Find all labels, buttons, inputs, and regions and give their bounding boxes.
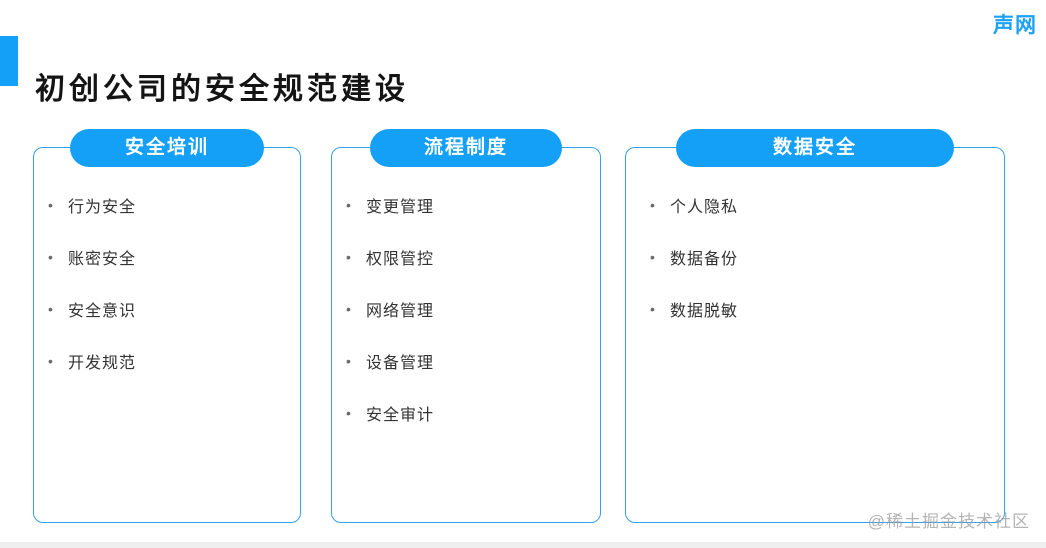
bullet-icon: • — [346, 197, 352, 213]
list-item: • 数据备份 — [650, 247, 1004, 268]
list-item: • 网络管理 — [346, 299, 600, 320]
card-item-list: • 变更管理 • 权限管控 • 网络管理 • 设备管理 • 安全审计 — [332, 148, 600, 424]
bullet-icon: • — [346, 301, 352, 317]
bullet-icon: • — [48, 249, 54, 265]
list-item: • 设备管理 — [346, 351, 600, 372]
bullet-icon: • — [48, 353, 54, 369]
list-item: • 权限管控 — [346, 247, 600, 268]
bullet-icon: • — [650, 249, 656, 265]
bottom-strip — [0, 542, 1046, 548]
bullet-icon: • — [48, 301, 54, 317]
card-item-list: • 个人隐私 • 数据备份 • 数据脱敏 — [626, 148, 1004, 320]
list-item: • 账密安全 — [48, 247, 300, 268]
list-item: • 行为安全 — [48, 195, 300, 216]
card-security-training: 安全培训 • 行为安全 • 账密安全 • 安全意识 • 开发规范 — [33, 129, 301, 523]
watermark: @稀土掘金技术社区 — [867, 512, 1030, 531]
card-header-pill: 安全培训 — [70, 129, 264, 167]
list-item-label: 行为安全 — [68, 199, 137, 216]
list-item-label: 变更管理 — [366, 199, 435, 216]
page-title: 初创公司的安全规范建设 — [35, 73, 409, 107]
list-item-label: 权限管控 — [366, 251, 435, 268]
bullet-icon: • — [650, 301, 656, 317]
list-item: • 安全意识 — [48, 299, 300, 320]
list-item-label: 账密安全 — [68, 251, 137, 268]
list-item: • 个人隐私 — [650, 195, 1004, 216]
card-data-security: 数据安全 • 个人隐私 • 数据备份 • 数据脱敏 — [625, 129, 1005, 523]
list-item-label: 数据脱敏 — [670, 303, 739, 320]
list-item-label: 网络管理 — [366, 303, 435, 320]
agora-logo: 声网 — [993, 14, 1037, 37]
bullet-icon: • — [346, 405, 352, 421]
bullet-icon: • — [48, 197, 54, 213]
list-item-label: 安全意识 — [68, 303, 137, 320]
title-accent-bar — [0, 36, 18, 86]
card-header-pill: 流程制度 — [370, 129, 562, 167]
list-item-label: 安全审计 — [366, 407, 435, 424]
list-item: • 数据脱敏 — [650, 299, 1004, 320]
list-item-label: 开发规范 — [68, 355, 137, 372]
card-item-list: • 行为安全 • 账密安全 • 安全意识 • 开发规范 — [34, 148, 300, 372]
list-item-label: 个人隐私 — [670, 199, 739, 216]
list-item: • 安全审计 — [346, 403, 600, 424]
list-item-label: 数据备份 — [670, 251, 739, 268]
bullet-icon: • — [346, 353, 352, 369]
list-item: • 开发规范 — [48, 351, 300, 372]
card-process-system: 流程制度 • 变更管理 • 权限管控 • 网络管理 • 设备管理 • 安全审计 — [331, 129, 601, 523]
list-item: • 变更管理 — [346, 195, 600, 216]
card-header-pill: 数据安全 — [676, 129, 954, 167]
bullet-icon: • — [346, 249, 352, 265]
bullet-icon: • — [650, 197, 656, 213]
list-item-label: 设备管理 — [366, 355, 435, 372]
